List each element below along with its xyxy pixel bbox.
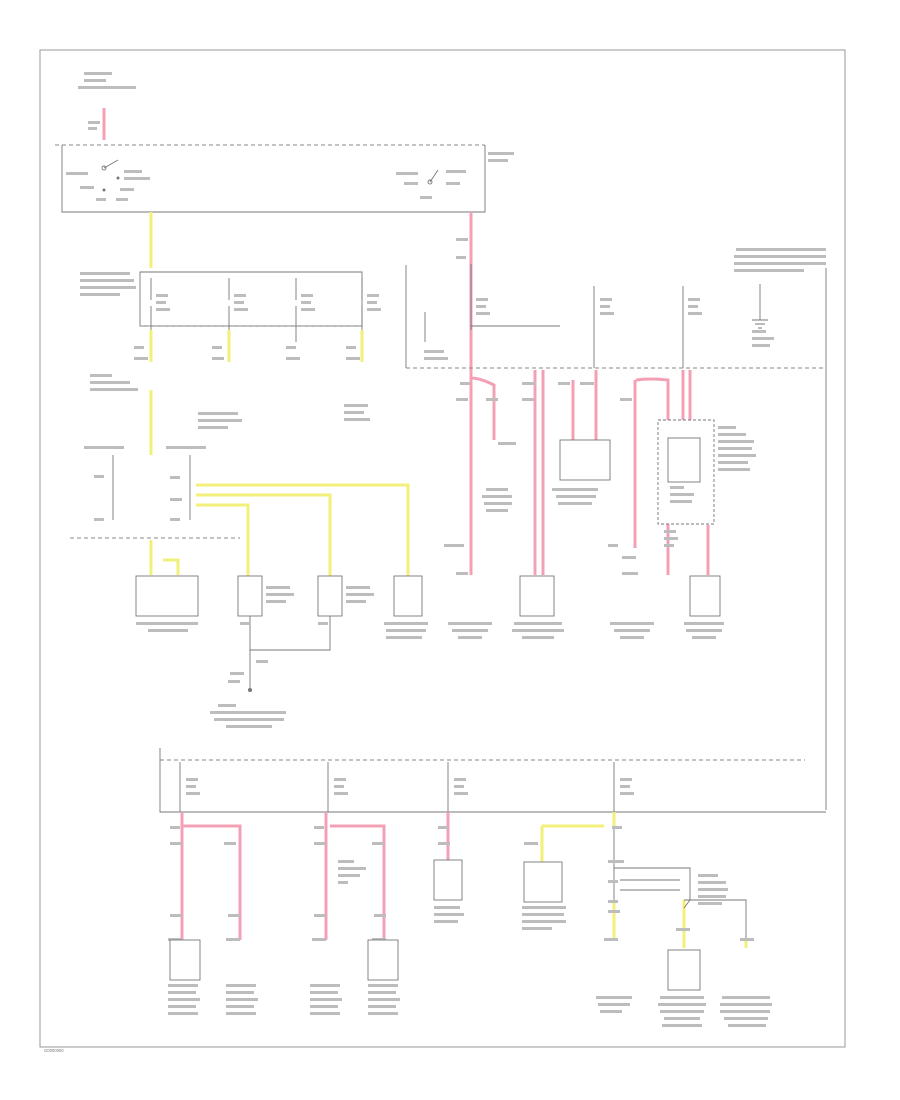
right-fuse-block	[405, 238, 827, 810]
component-left-3	[317, 575, 343, 617]
component-bottom-4	[523, 861, 563, 903]
right-middle-components	[444, 370, 756, 639]
component-right-3	[689, 575, 721, 617]
left-lower-connectors	[70, 374, 428, 728]
component-bottom-1	[169, 939, 201, 981]
component-right-box-1	[559, 439, 611, 481]
left-fuse-block	[80, 271, 381, 429]
ignition-switch-area	[55, 72, 514, 213]
component-left-1	[135, 575, 199, 617]
ignition-switch-left	[66, 159, 150, 201]
component-right-2	[519, 575, 555, 617]
diagram-frame	[39, 49, 846, 1048]
component-left-2	[237, 575, 263, 617]
lower-fuse-block	[159, 748, 826, 1027]
component-left-4	[393, 575, 423, 617]
component-bottom-2	[367, 939, 399, 981]
component-bottom-5	[667, 949, 701, 991]
component-bottom-3	[433, 859, 463, 901]
footer-code: G0000000	[44, 1048, 64, 1053]
ignition-switch-right	[396, 152, 514, 199]
module-box-inner	[667, 437, 701, 483]
